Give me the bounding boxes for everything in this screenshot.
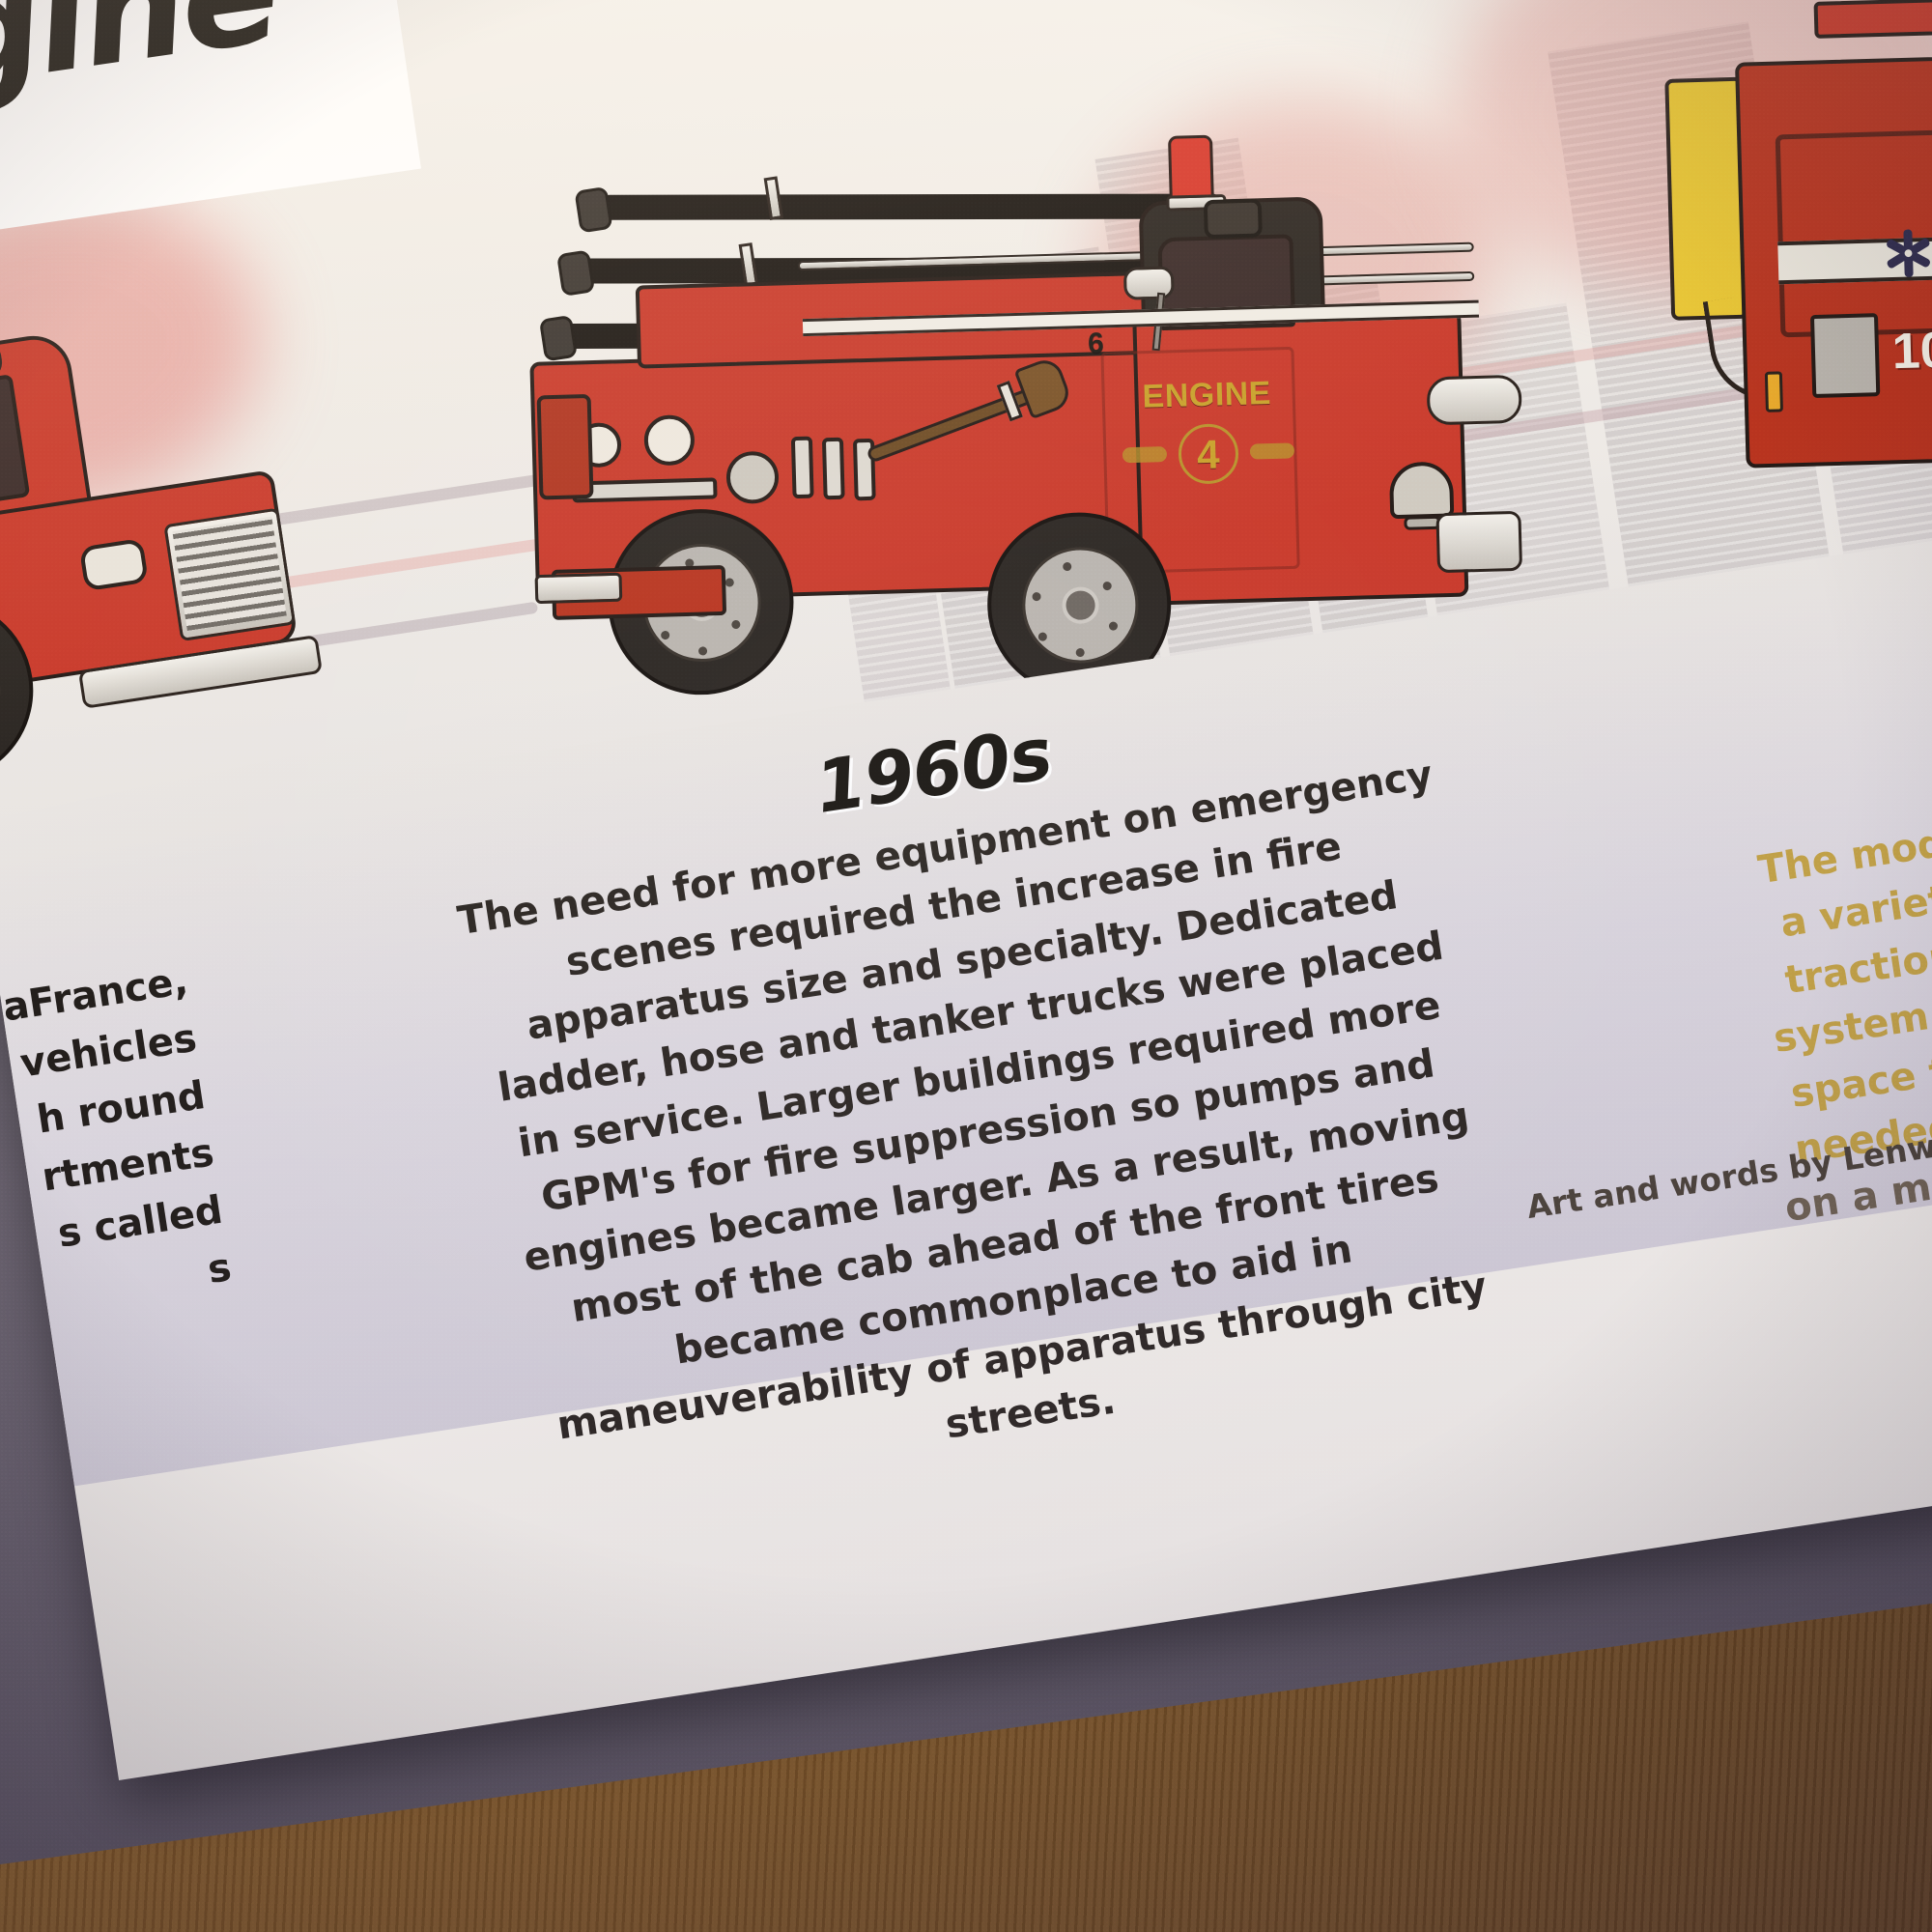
unit-number: 10 (1891, 322, 1932, 381)
suction-hose (602, 193, 1221, 220)
hero-illustration: GINE CO. 13 Y DE (0, 0, 1932, 838)
page-title: re engine (0, 0, 287, 179)
truck-modern: 10 (1642, 0, 1932, 638)
section-1960s: 1960s The need for more equipment on eme… (431, 655, 1532, 1517)
poster-sheet: GINE CO. 13 Y DE (0, 0, 1932, 1780)
door-badge-engine-4: ENGINE 4 (1115, 374, 1301, 486)
beacon-light (1167, 134, 1214, 200)
artwork-band: GINE CO. 13 Y DE (0, 0, 1932, 1486)
star-of-life-icon (1881, 225, 1932, 281)
bell-icon (1388, 461, 1455, 530)
